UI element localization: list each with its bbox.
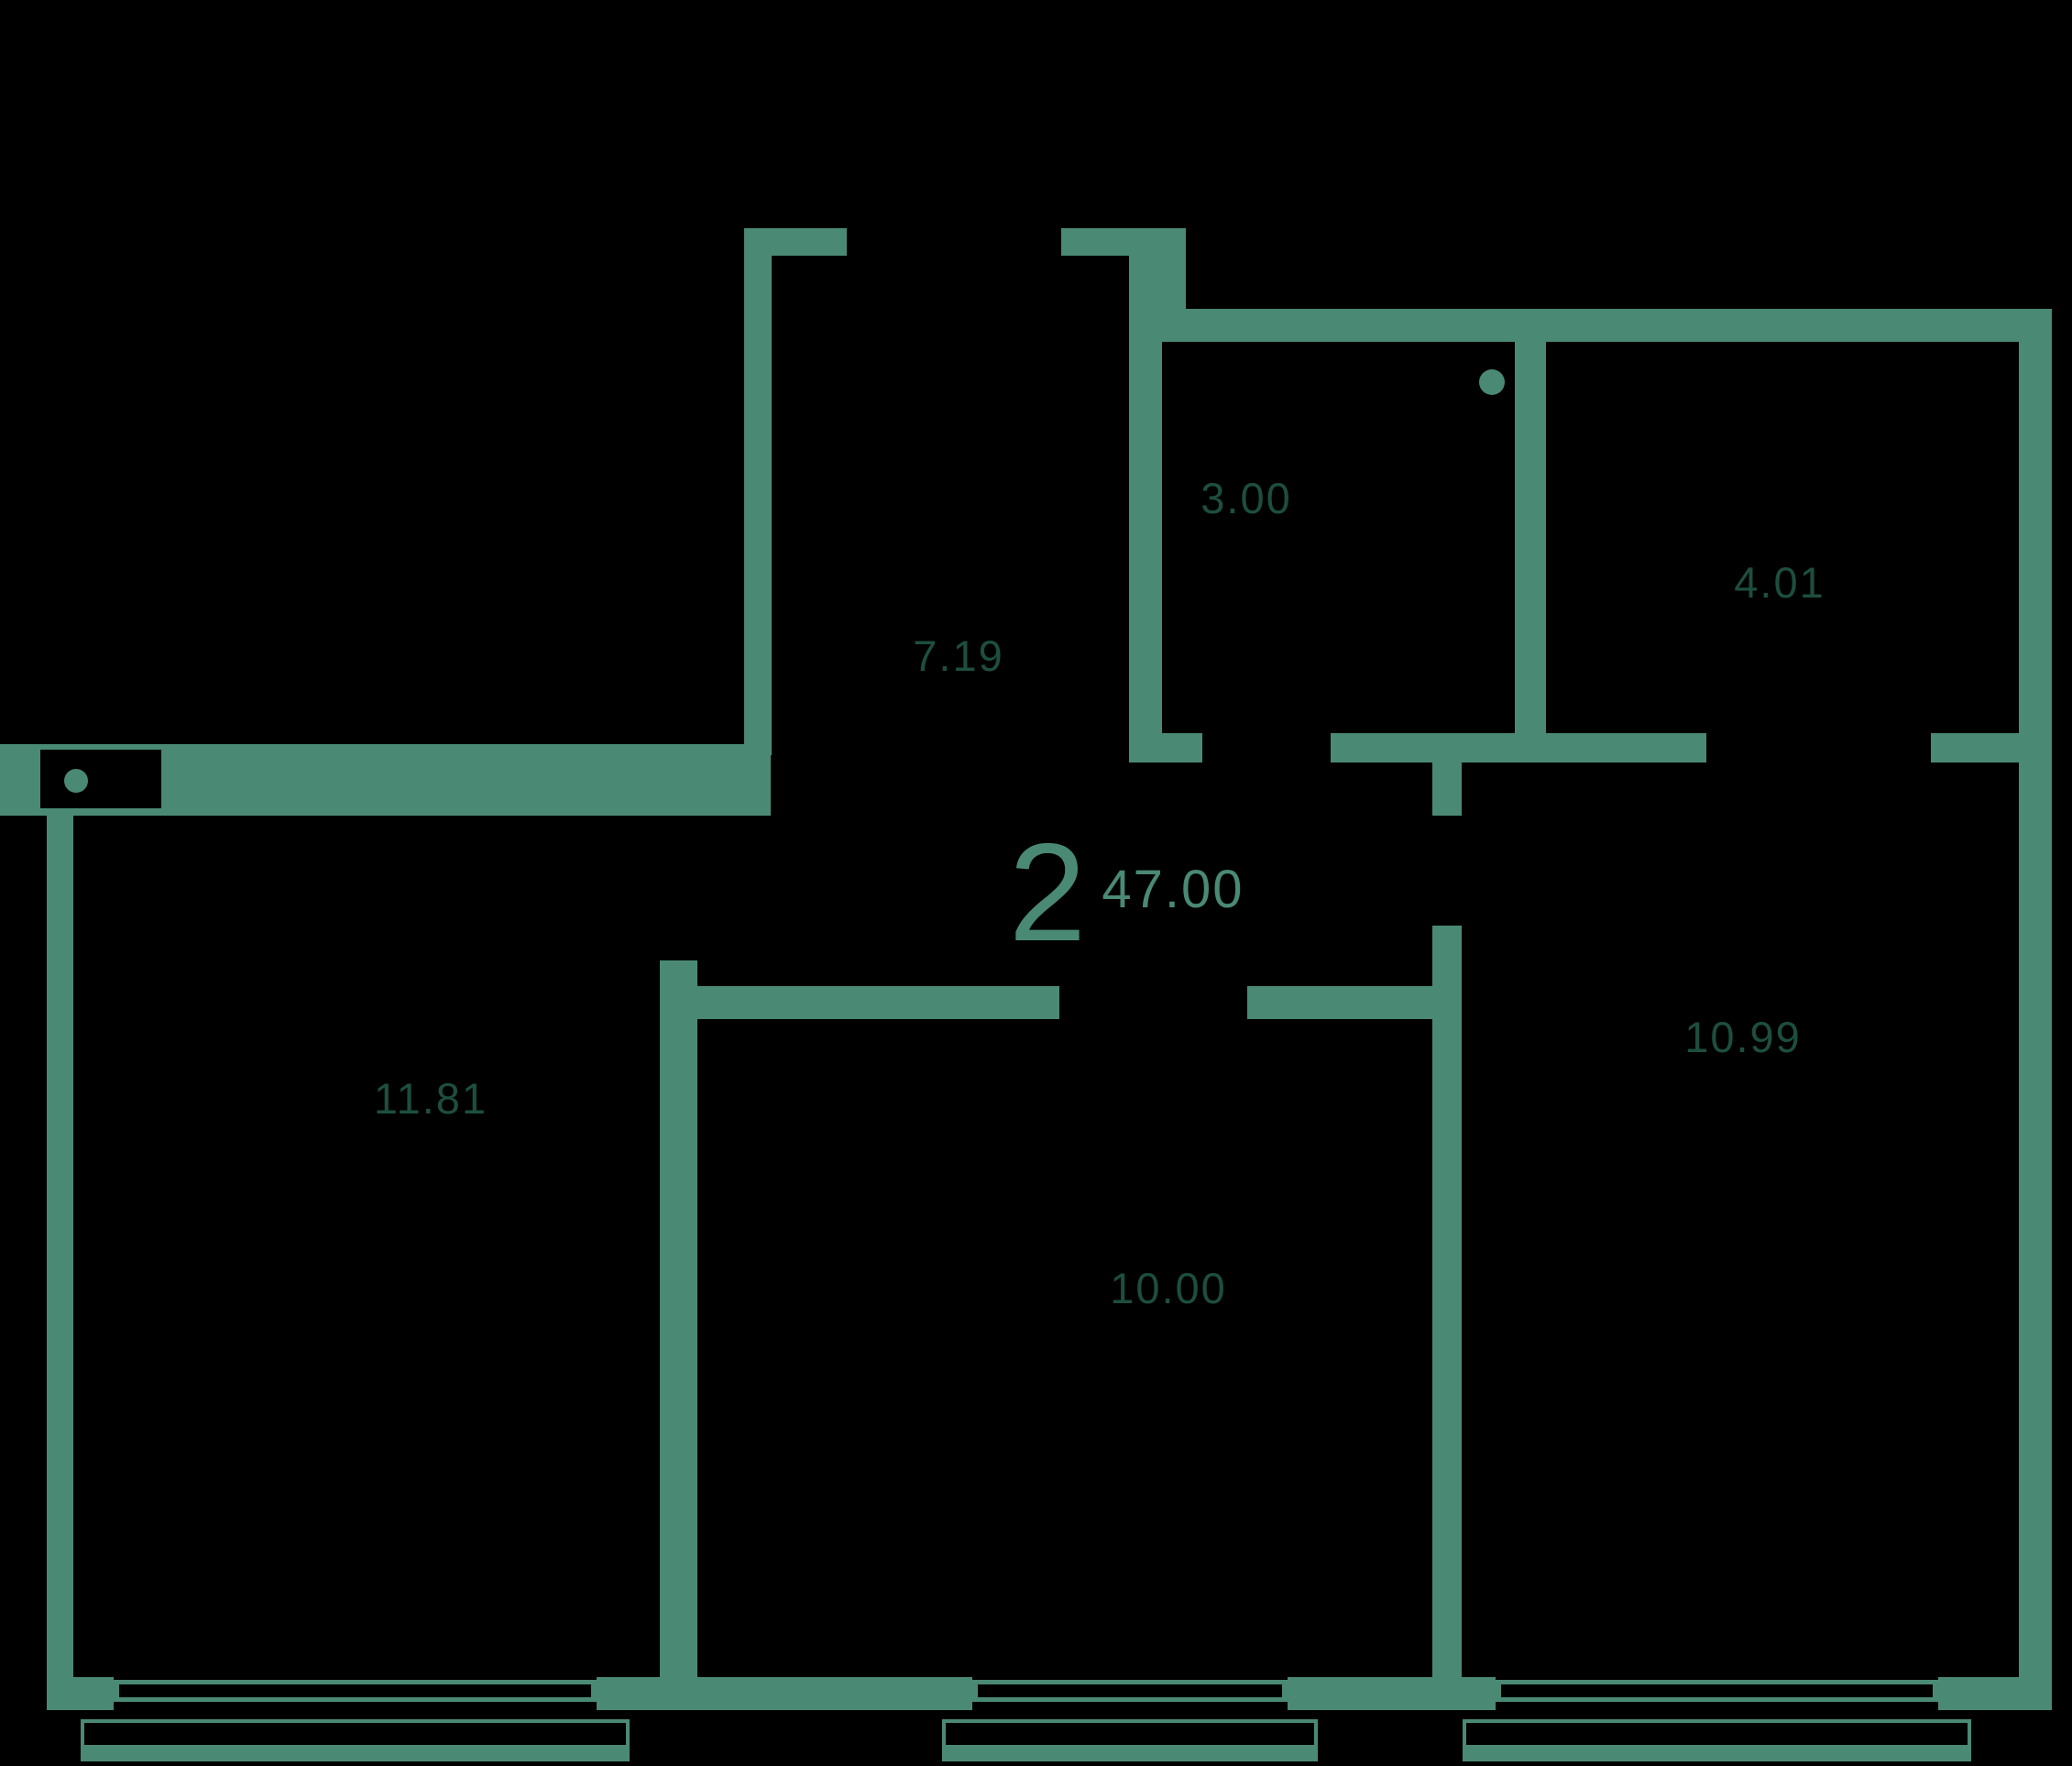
wall-bath-storage-divider bbox=[1515, 342, 1546, 762]
plan-summary: 2 47.00 bbox=[1009, 815, 1244, 971]
door-pivot-dot-icon bbox=[1479, 369, 1505, 395]
wall-outer-left bbox=[47, 816, 73, 1710]
wall-bottom-right-room-divider bbox=[1432, 1019, 1462, 1677]
window-right bbox=[1496, 1680, 1938, 1702]
wall-under-bath-left bbox=[1129, 733, 1202, 762]
room-area-label-top-right: 4.01 bbox=[1734, 558, 1825, 607]
balcony-rail-center bbox=[942, 1719, 1318, 1763]
room-area-label-left: 11.81 bbox=[374, 1074, 488, 1123]
entry-niche-dot-icon bbox=[64, 769, 88, 793]
room-count-label: 2 bbox=[1009, 815, 1087, 971]
wall-bottom-seg-1 bbox=[47, 1677, 114, 1710]
balcony-rail-right bbox=[1463, 1719, 1971, 1763]
window-left bbox=[114, 1680, 597, 1702]
wall-bottom-seg-2 bbox=[597, 1677, 972, 1710]
room-area-label-hallway: 7.19 bbox=[913, 631, 1003, 680]
wall-bottom-seg-4 bbox=[1938, 1677, 2052, 1710]
wall-top-right-section bbox=[1129, 309, 2052, 342]
room-area-labels: 7.19 3.00 4.01 11.81 10.99 10.00 bbox=[374, 474, 1825, 1312]
balcony-rail-left bbox=[81, 1719, 630, 1763]
balcony-rails bbox=[81, 1719, 1971, 1763]
wall-hall-right-room-bottom bbox=[1432, 926, 1462, 1019]
wall-left-room-divider-top bbox=[660, 744, 697, 816]
wall-bottom-seg-3 bbox=[1288, 1677, 1496, 1710]
wall-outer-right bbox=[2019, 309, 2052, 1710]
wall-top-entry-right bbox=[1061, 228, 1186, 256]
room-area-label-top-center: 3.00 bbox=[1200, 474, 1291, 522]
wall-corridor-left bbox=[744, 228, 772, 755]
wall-hall-right-room-top bbox=[1432, 733, 1462, 816]
wall-hall-bottom-left bbox=[697, 986, 1059, 1019]
window-center bbox=[972, 1680, 1288, 1702]
room-area-label-right: 10.99 bbox=[1684, 1013, 1802, 1061]
room-area-label-bottom-center: 10.00 bbox=[1110, 1264, 1227, 1312]
total-area-label: 47.00 bbox=[1102, 860, 1244, 919]
entry-niche bbox=[40, 750, 161, 808]
wall-left-room-divider-main bbox=[660, 960, 697, 1677]
windows bbox=[114, 1680, 1938, 1702]
entry-niche-box bbox=[40, 750, 161, 808]
wall-hall-bottom-right bbox=[1247, 986, 1462, 1019]
wall-under-bath-mid bbox=[1331, 733, 1706, 762]
walls bbox=[0, 228, 2052, 1710]
